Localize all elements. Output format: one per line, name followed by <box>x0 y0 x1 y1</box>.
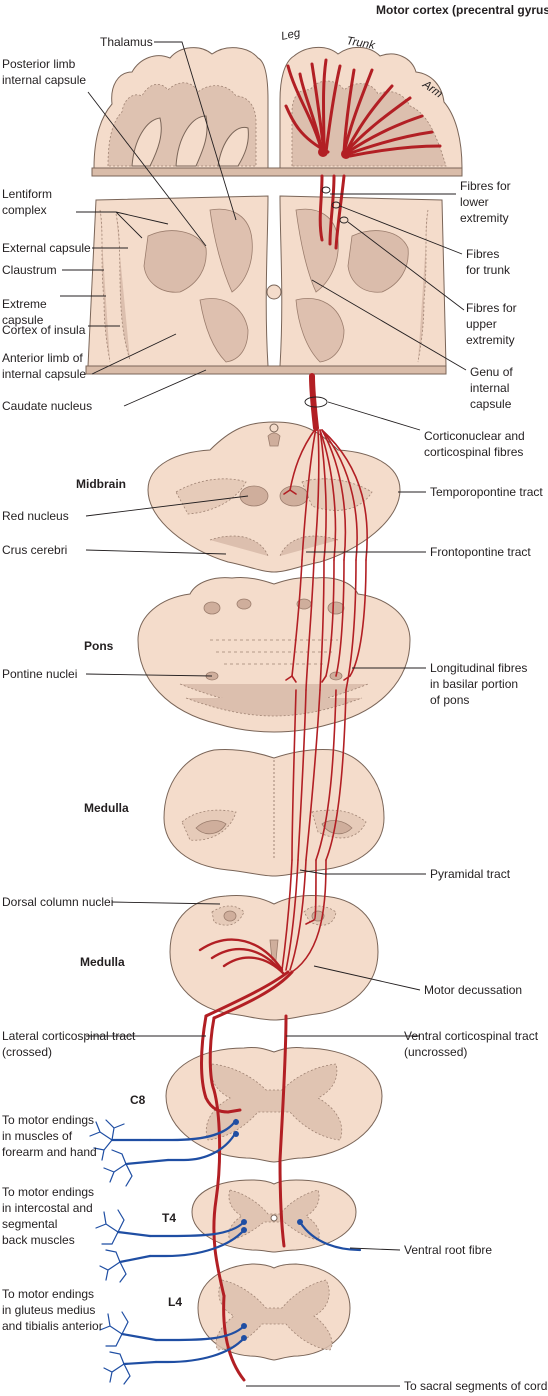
leader-lines <box>60 41 467 1387</box>
label-motor-cortex: Motor cortex (precentral gyrus) <box>376 3 548 17</box>
label-fibres-upper-1: Fibres for <box>466 301 517 315</box>
label-sacral: To sacral segments of cord <box>404 1379 547 1393</box>
label-ventral-cst-2: (uncrossed) <box>404 1045 467 1059</box>
label-ventral-root: Ventral root fibre <box>404 1243 492 1257</box>
label-c8-target-3: forearm and hand <box>2 1145 97 1159</box>
label-leg: Leg <box>280 27 302 43</box>
label-lentiform-1: Lentiform <box>2 187 52 201</box>
label-corticonuclear-2: corticospinal fibres <box>424 445 523 459</box>
label-trunk: Trunk <box>345 35 376 52</box>
label-t4-target-1: To motor endings <box>2 1185 94 1199</box>
label-l4: L4 <box>168 1295 182 1309</box>
label-pyramidal: Pyramidal tract <box>430 867 511 881</box>
label-thalamus: Thalamus <box>100 35 153 49</box>
motor-cortex-section <box>91 47 463 177</box>
label-pons: Pons <box>84 639 114 653</box>
label-claustrum: Claustrum <box>2 263 57 277</box>
label-fibres-lower-2: lower <box>460 195 489 209</box>
label-medulla-upper: Medulla <box>84 801 129 815</box>
label-caudate: Caudate nucleus <box>2 399 92 413</box>
label-c8-target-1: To motor endings <box>2 1113 94 1127</box>
label-genu-1: Genu of <box>470 365 513 379</box>
label-t4: T4 <box>162 1211 176 1225</box>
label-external-capsule: External capsule <box>2 241 91 255</box>
label-extreme-capsule-1: Extreme <box>2 297 47 311</box>
cortex-fibres <box>284 58 442 159</box>
label-pontine-nuclei: Pontine nuclei <box>2 667 77 681</box>
label-red-nucleus: Red nucleus <box>2 509 69 523</box>
label-c8: C8 <box>130 1093 146 1107</box>
label-lentiform-2: complex <box>2 203 47 217</box>
label-midbrain: Midbrain <box>76 477 126 491</box>
label-fibres-lower-3: extremity <box>460 211 509 225</box>
label-corticonuclear-1: Corticonuclear and <box>424 429 525 443</box>
label-genu-3: capsule <box>470 397 512 411</box>
label-t4-target-3: segmental <box>2 1217 57 1231</box>
label-l4-target-3: and tibialis anterior <box>2 1319 103 1333</box>
label-t4-target-2: in intercostal and <box>2 1201 93 1215</box>
label-dorsal-column: Dorsal column nuclei <box>2 895 113 909</box>
label-anterior-limb-1: Anterior limb of <box>2 351 83 365</box>
label-anterior-limb-2: internal capsule <box>2 367 86 381</box>
label-genu-2: internal <box>470 381 509 395</box>
label-lateral-cst-1: Lateral corticospinal tract <box>2 1029 136 1043</box>
label-fibres-trunk-1: Fibres <box>466 247 499 261</box>
internal-capsule-section <box>85 174 447 375</box>
label-c8-target-2: in muscles of <box>2 1129 73 1143</box>
l4-motor-nerves <box>99 1311 247 1385</box>
label-longitudinal-1: Longitudinal fibres <box>430 661 527 675</box>
label-fibres-trunk-2: for trunk <box>466 263 511 277</box>
medulla-lower-section <box>169 895 379 1021</box>
label-posterior-limb-1: Posterior limb <box>2 57 76 71</box>
label-l4-target-2: in gluteus medius <box>2 1303 95 1317</box>
spinal-t4-section <box>191 1179 357 1253</box>
label-l4-target-1: To motor endings <box>2 1287 94 1301</box>
medulla-upper-section <box>163 749 385 877</box>
c8-motor-nerves <box>89 1118 239 1187</box>
label-longitudinal-2: in basilar portion <box>430 677 518 691</box>
corticospinal-tracts <box>198 427 368 1382</box>
label-ventral-cst-1: Ventral corticospinal tract <box>404 1029 539 1043</box>
label-fibres-upper-2: upper <box>466 317 497 331</box>
label-extreme-capsule-2: capsule <box>2 313 44 327</box>
labels: Motor cortex (precentral gyrus) Leg Trun… <box>2 3 548 1393</box>
t4-motor-nerves <box>95 1209 362 1283</box>
spinal-l4-section <box>197 1263 351 1361</box>
label-fibres-upper-3: extremity <box>466 333 515 347</box>
label-motor-decussation: Motor decussation <box>424 983 522 997</box>
label-temporopontine: Temporopontine tract <box>430 485 543 499</box>
spinal-c8-section <box>165 1047 383 1163</box>
label-lateral-cst-2: (crossed) <box>2 1045 52 1059</box>
label-medulla-lower: Medulla <box>80 955 125 969</box>
label-posterior-limb-2: internal capsule <box>2 73 86 87</box>
label-frontopontine: Frontopontine tract <box>430 545 531 559</box>
midbrain-section <box>147 421 401 573</box>
label-crus-cerebri: Crus cerebri <box>2 543 67 557</box>
label-t4-target-4: back muscles <box>2 1233 75 1247</box>
label-fibres-lower-1: Fibres for <box>460 179 511 193</box>
label-longitudinal-3: of pons <box>430 693 469 707</box>
label-cortex-insula: Cortex of insula <box>2 323 86 337</box>
pons-section <box>137 577 411 733</box>
